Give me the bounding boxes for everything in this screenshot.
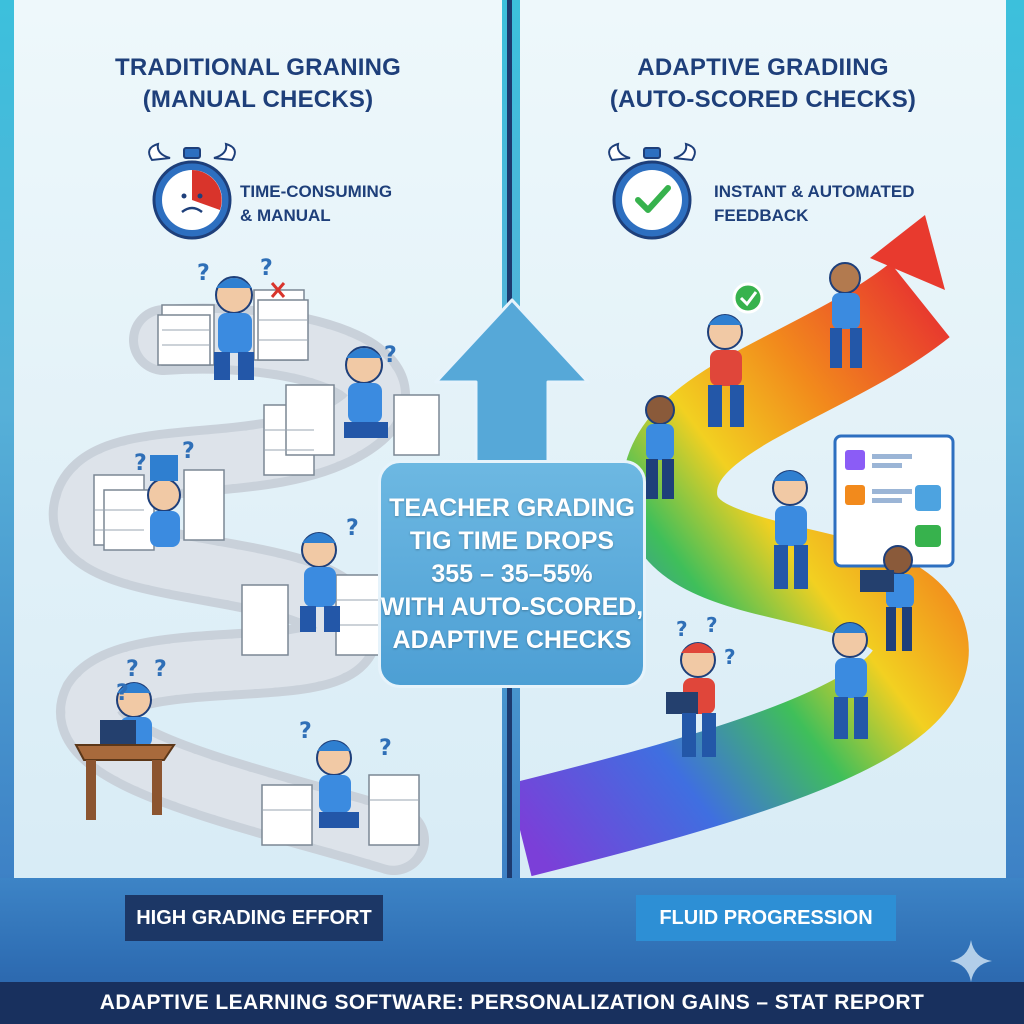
traditional-grading-panel: ??? ??? ??? ?? TRADITIONAL GRANING (MANU…	[14, 0, 502, 878]
student-figure	[772, 470, 808, 589]
report-footer: ADAPTIVE LEARNING SOFTWARE: PERSONALIZAT…	[0, 982, 1024, 1024]
teacher-figure	[316, 740, 359, 828]
svg-text:?: ?	[134, 451, 147, 476]
instant-feedback-note: INSTANT & AUTOMATED FEEDBACK	[714, 182, 915, 225]
traditional-grading-scene: ??? ??? ??? ??	[48, 256, 440, 875]
teacher-figure	[300, 532, 340, 632]
sparkle-icon	[950, 940, 992, 982]
stat-value: 355 – 35–55%	[431, 559, 593, 588]
fluid-progression-label: FLUID PROGRESSION	[636, 895, 896, 941]
up-arrow-icon	[434, 298, 590, 472]
question-mark-icon: ???	[676, 613, 736, 669]
desk-with-laptop	[74, 682, 176, 820]
rainbow-progress-road	[520, 262, 969, 877]
adaptive-panel-title: ADAPTIVE GRADIING (AUTO-SCORED CHECKS)	[520, 52, 1006, 116]
sad-stopwatch-icon	[148, 142, 236, 240]
adaptive-grading-scene: ???	[520, 215, 969, 877]
adaptive-grading-panel: ??? ADAPTIVE GRADIING (AUTO-SCORED CHECK…	[520, 0, 1006, 878]
teacher-figure	[214, 276, 254, 380]
title-subline: (MANUAL CHECKS)	[142, 86, 374, 113]
high-grading-effort-label: HIGH GRADING EFFORT	[125, 895, 383, 941]
svg-text:?: ?	[197, 261, 210, 286]
student-figure	[707, 314, 744, 427]
title-line: ADAPTIVE GRADIING	[637, 54, 889, 81]
svg-text:?: ?	[260, 256, 273, 281]
student-figure	[666, 642, 716, 757]
svg-text:?: ?	[706, 613, 718, 637]
svg-text:?: ?	[154, 657, 167, 682]
student-figure	[829, 262, 862, 368]
grading-time-stat-callout: TEACHER GRADING TIG TIME DROPS 355 – 35–…	[378, 460, 646, 688]
stat-line: TIG TIME DROPS	[409, 526, 615, 555]
svg-text:?: ?	[126, 657, 139, 682]
dashboard-screen	[833, 434, 955, 568]
stat-line: ADAPTIVE CHECKS	[392, 625, 632, 654]
check-stopwatch-icon	[608, 142, 696, 240]
question-mark-icon: ??? ??? ??? ??	[116, 256, 397, 761]
student-figure	[860, 545, 914, 651]
student-figure	[832, 622, 868, 739]
time-consuming-note: TIME-CONSUMING & MANUAL	[240, 182, 393, 225]
stat-line: TEACHER GRADING	[389, 493, 635, 522]
svg-text:?: ?	[379, 736, 392, 761]
svg-text:?: ?	[384, 343, 397, 368]
up-arrow-head	[870, 215, 945, 290]
teacher-figure	[147, 455, 181, 547]
green-check-icon	[732, 282, 764, 314]
svg-text:?: ?	[182, 439, 195, 464]
traditional-panel-title: TRADITIONAL GRANING (MANUAL CHECKS)	[14, 52, 502, 116]
stat-line: WITH AUTO-SCORED,	[380, 592, 644, 621]
svg-text:?: ?	[724, 645, 736, 669]
teacher-figure	[344, 346, 388, 438]
student-figure	[645, 395, 675, 499]
title-subline: (AUTO-SCORED CHECKS)	[609, 86, 917, 113]
red-x-icon	[270, 282, 286, 298]
svg-text:?: ?	[676, 617, 688, 641]
svg-text:?: ?	[346, 516, 359, 541]
svg-text:?: ?	[299, 719, 312, 744]
title-line: TRADITIONAL GRANING	[114, 54, 401, 81]
svg-text:?: ?	[116, 681, 129, 706]
